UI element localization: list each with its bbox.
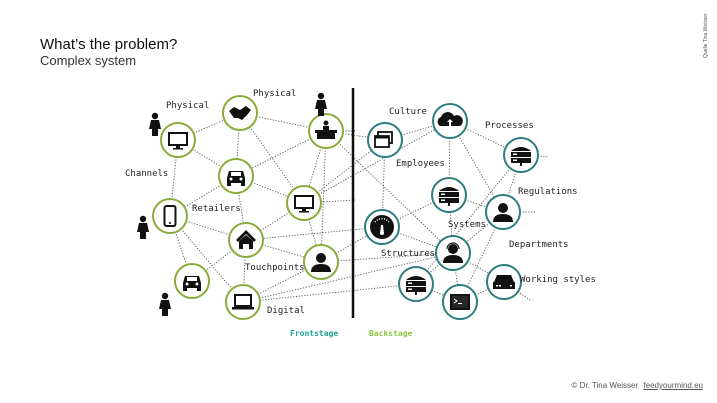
backstage-node [435,235,471,271]
edge [503,281,531,301]
gauge-icon [370,215,394,239]
edge [235,112,241,177]
car-icon [183,276,201,291]
laptop-icon [232,294,254,310]
label-digital: Digital [267,306,305,316]
label-working-styles: Working styles [520,275,596,285]
backstage-node [485,194,521,230]
monitor-icon [294,195,314,213]
frontstage-node [222,95,258,131]
home-icon [236,230,256,249]
frontstage-node [286,185,322,221]
legend-backstage: Backstage [369,329,413,338]
backstage-node [364,209,400,245]
footer-link[interactable]: feedyourmind.eu [643,381,703,390]
server-icon [439,187,459,206]
edge [320,252,454,263]
backstage-node [503,137,539,173]
windows-icon [374,131,393,148]
label-processes: Processes [485,121,534,131]
frontstage-node [303,244,339,280]
frontstage-node [218,158,254,194]
handshake-icon [229,106,251,120]
edge [169,215,244,303]
server-icon [511,147,531,166]
legend-frontstage: Frontstage [290,329,338,338]
page-subtitle: Complex system [40,53,137,68]
cloud-upload-icon [437,112,463,126]
monitor-icon [168,132,188,150]
drive-icon [493,275,515,289]
terminal-icon [450,294,470,310]
label-touchpoints: Touchpoints [245,263,305,273]
frontstage-node [308,113,344,149]
smartphone-icon [163,205,177,227]
backstage-node [442,284,478,320]
edge [245,226,383,241]
label-physical: Physical [253,89,296,99]
edge [242,252,454,303]
page-title: What’s the problem? [40,36,178,53]
label-systems: Systems [448,220,486,230]
label-channels: Channels [125,169,168,179]
frontstage-node [160,122,196,158]
backstage-node [367,122,403,158]
reception-desk-icon [315,120,337,139]
customer-person-icon [315,92,327,116]
copyright: © Dr. Tina Weisser [571,381,639,390]
footer: © Dr. Tina Weisser feedyourmind.eu [572,381,703,390]
customer-person-icon [159,292,171,316]
customer-person-icon [149,112,161,136]
label-structures: Structures [381,249,435,259]
backstage-node [431,177,467,213]
server-icon [406,276,426,295]
backstage-node [486,264,522,300]
frontstage-node [152,198,188,234]
label-departments: Departments [509,240,569,250]
headset-person-icon [443,242,463,263]
node-circle [160,122,196,158]
frontstage-node [225,284,261,320]
edge [449,120,522,156]
backstage-node [398,266,434,302]
label-culture: Culture [389,107,427,117]
person-icon [311,253,331,272]
edge [169,215,247,241]
node-circle [152,198,188,234]
label-physical: Physical [166,101,209,111]
label-retailers: Retailers [192,204,241,214]
label-regulations: Regulations [518,187,578,197]
edge [320,130,327,263]
car-icon [227,171,245,186]
edge [242,283,417,303]
frontstage-node [174,263,210,299]
person-icon [493,203,513,222]
frontstage-node [228,222,264,258]
edge [325,130,454,254]
label-employees: Employees [396,159,445,169]
node-circle [225,284,261,320]
backstage-node [432,103,468,139]
edge [242,239,247,303]
edge [520,154,549,158]
customer-person-icon [137,215,149,239]
node-circle [286,185,322,221]
